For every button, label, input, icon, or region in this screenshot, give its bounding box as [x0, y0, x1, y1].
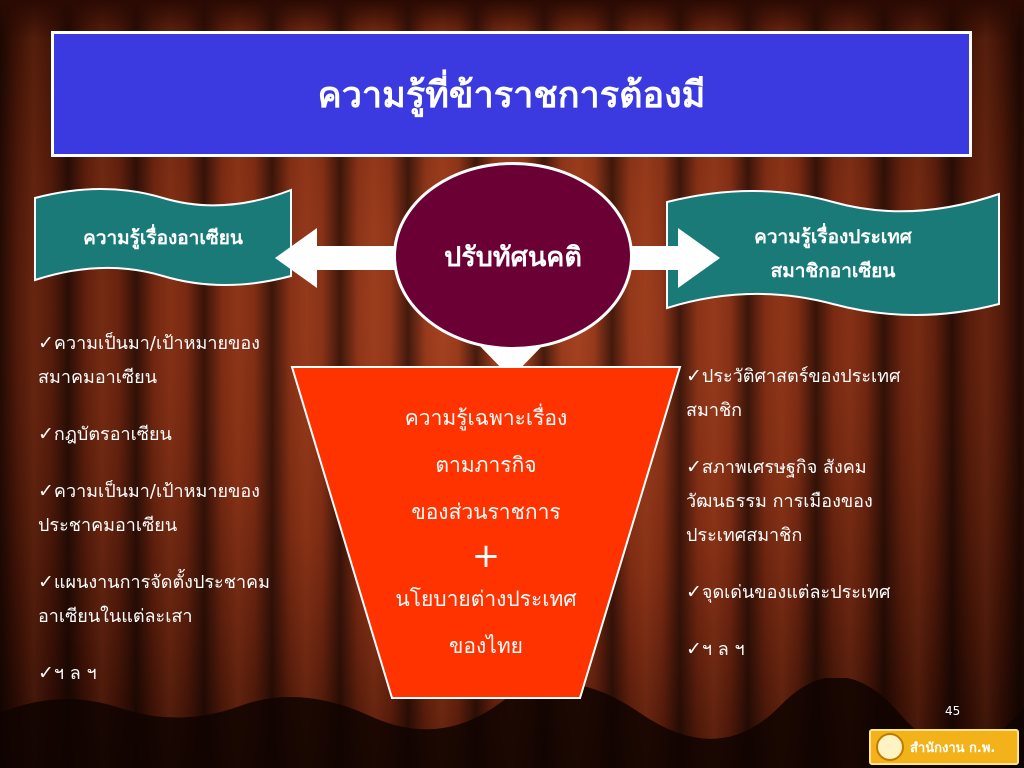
- list-item-text: ฯ ล ฯ: [701, 639, 745, 660]
- right-banner-line2: สมาชิกอาเซียน: [770, 260, 896, 282]
- list-item: ✓ฯ ล ฯ: [686, 632, 986, 667]
- funnel-line1: ความรู้เฉพาะเรื่อง: [404, 406, 568, 430]
- list-item-text: สมาคมอาเซียน: [38, 367, 158, 388]
- curtain-bottom: [0, 678, 1024, 768]
- check-icon: ✓: [686, 456, 702, 478]
- funnel-line2: ตามภารกิจ: [435, 453, 537, 477]
- list-item: ✓ความเป็นมา/เป้าหมายของ ประชาคมอาเซียน: [38, 474, 348, 543]
- funnel-text: ความรู้เฉพาะเรื่อง ตามภารกิจ ของส่วนราชก…: [330, 395, 642, 670]
- right-list: ✓ประวัติศาสตร์ของประเทศ สมาชิก ✓สภาพเศรษ…: [686, 359, 986, 667]
- right-banner-line1: ความรู้เรื่องประเทศ: [754, 226, 912, 248]
- funnel-line3: ของส่วนราชการ: [411, 500, 561, 524]
- banner-shape: [666, 190, 1000, 316]
- center-label: ปรับทัศนคติ: [444, 241, 582, 273]
- list-item: ✓ความเป็นมา/เป้าหมายของ สมาคมอาเซียน: [38, 326, 348, 395]
- check-icon: ✓: [686, 365, 702, 387]
- slide-title: ความรู้ที่ข้าราชการต้องมี: [317, 74, 706, 116]
- list-item-text: ประเทศสมาชิก: [686, 525, 803, 546]
- list-item-text: ความเป็นมา/เป้าหมายของ: [53, 481, 260, 502]
- list-item: ✓สภาพเศรษฐกิจ สังคม วัฒนธรรม การเมืองของ…: [686, 450, 986, 553]
- left-banner-label: ความรู้เรื่องอาเซียน: [83, 226, 243, 249]
- check-icon: ✓: [38, 662, 54, 684]
- list-item: ✓แผนงานการจัดตั้งประชาคม อาเซียนในแต่ละเ…: [38, 565, 348, 634]
- right-banner: ความรู้เรื่องประเทศ สมาชิกอาเซียน: [665, 180, 1001, 328]
- list-item: ✓กฎบัตรอาเซียน: [38, 417, 348, 452]
- left-banner: ความรู้เรื่องอาเซียน: [33, 180, 293, 295]
- list-item-text: วัฒนธรรม การเมืองของ: [686, 491, 873, 512]
- page-number: 45: [945, 704, 961, 718]
- plus-sign: +: [471, 536, 501, 576]
- funnel-shape: [290, 366, 682, 699]
- funnel-line5: ของไทย: [449, 634, 523, 658]
- right-arrow-icon: [600, 228, 720, 288]
- check-icon: ✓: [38, 423, 54, 445]
- list-item-text: ประชาคมอาเซียน: [38, 515, 178, 536]
- list-item-text: ฯ ล ฯ: [53, 663, 97, 684]
- funnel-line4: นโยบายต่างประเทศ: [395, 587, 577, 611]
- left-list: ✓ความเป็นมา/เป้าหมายของ สมาคมอาเซียน ✓กฎ…: [38, 326, 348, 691]
- center-oval: ปรับทัศนคติ: [393, 162, 633, 350]
- banner-shape: [34, 188, 292, 286]
- list-item-text: อาเซียนในแต่ละเสา: [38, 606, 193, 627]
- seal-icon: [876, 733, 904, 761]
- list-item-text: สภาพเศรษฐกิจ สังคม: [701, 457, 867, 478]
- title-box: ความรู้ที่ข้าราชการต้องมี: [51, 31, 972, 157]
- list-item: ✓ฯ ล ฯ: [38, 656, 348, 691]
- check-icon: ✓: [686, 581, 702, 603]
- list-item-text: ประวัติศาสตร์ของประเทศ: [701, 366, 901, 387]
- list-item-text: แผนงานการจัดตั้งประชาคม: [53, 572, 270, 593]
- list-item-text: กฎบัตรอาเซียน: [53, 424, 172, 445]
- check-icon: ✓: [38, 332, 54, 354]
- list-item-text: ความเป็นมา/เป้าหมายของ: [53, 333, 260, 354]
- ocsc-logo: สำนักงาน ก.พ.: [869, 729, 1019, 765]
- list-item-text: จุดเด่นของแต่ละประเทศ: [701, 582, 891, 603]
- list-item: ✓จุดเด่นของแต่ละประเทศ: [686, 575, 986, 610]
- check-icon: ✓: [38, 480, 54, 502]
- left-arrow-icon: [275, 228, 405, 288]
- check-icon: ✓: [38, 571, 54, 593]
- list-item: ✓ประวัติศาสตร์ของประเทศ สมาชิก: [686, 359, 986, 428]
- logo-text: สำนักงาน ก.พ.: [910, 740, 996, 756]
- list-item-text: สมาชิก: [686, 400, 743, 421]
- check-icon: ✓: [686, 638, 702, 660]
